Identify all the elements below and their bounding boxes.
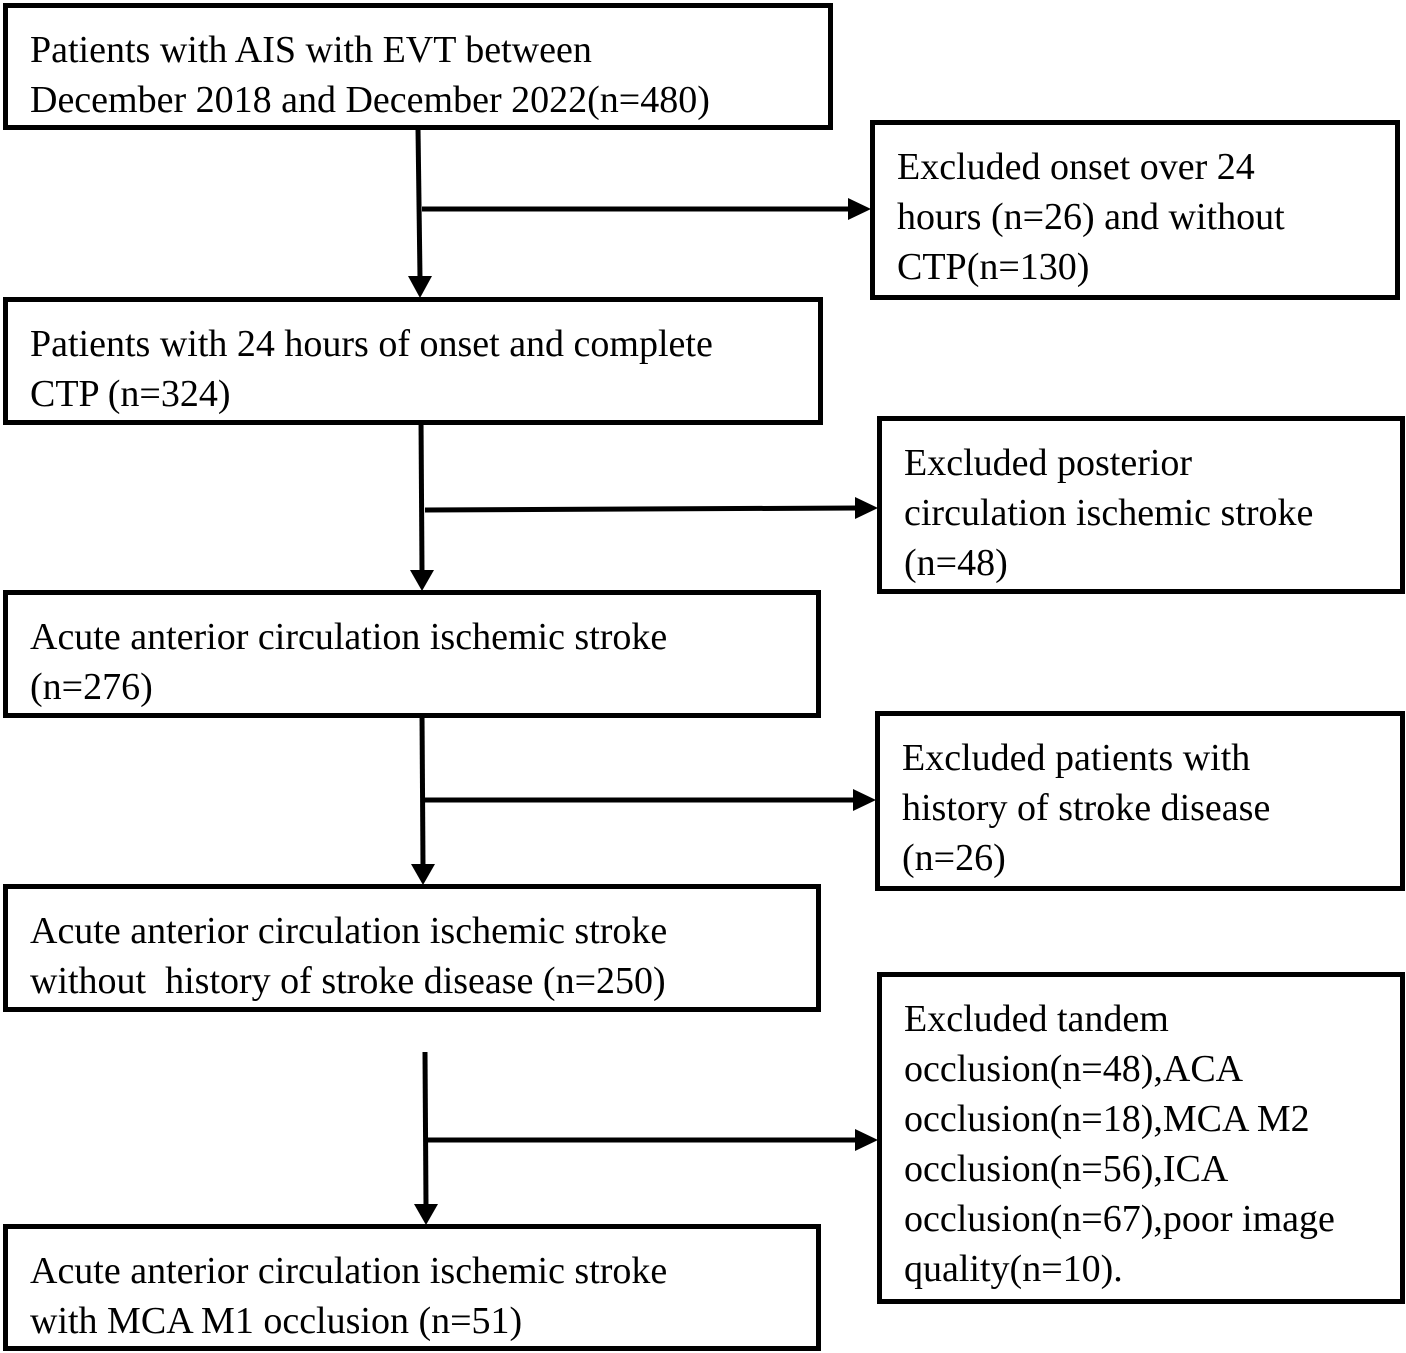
exclusion-3-line-3: (n=26) <box>902 837 1006 879</box>
arrowhead-right-4 <box>855 1129 878 1151</box>
exclusion-4-line-5: occlusion(n=67),poor image <box>904 1198 1335 1240</box>
exclusion-1-line-1: Excluded onset over 24 <box>897 146 1255 188</box>
arrow-down-2 <box>418 417 425 573</box>
step-box-3: Acute anterior circulation ischemic stro… <box>3 590 821 718</box>
arrowhead-down-1 <box>408 276 432 298</box>
step-4-line-1: Acute anterior circulation ischemic stro… <box>30 910 668 952</box>
exclusion-2-line-2: circulation ischemic stroke <box>904 492 1314 534</box>
arrowhead-right-2 <box>855 497 878 519</box>
arrowhead-down-4 <box>414 1204 438 1225</box>
arrow-down-3 <box>419 713 426 867</box>
exclusion-1-line-3: CTP(n=130) <box>897 246 1090 288</box>
exclusion-box-1: Excluded onset over 24 hours (n=26) and … <box>870 120 1400 300</box>
step-box-4: Acute anterior circulation ischemic stro… <box>3 884 821 1012</box>
exclusion-2-line-1: Excluded posterior <box>904 442 1193 484</box>
step-3-line-2: (n=276) <box>30 666 153 708</box>
step-1-line-1: Patients with AIS with EVT between <box>30 29 592 71</box>
exclusion-box-2: Excluded posterior circulation ischemic … <box>877 416 1405 594</box>
step-2-line-1: Patients with 24 hours of onset and comp… <box>30 323 713 365</box>
exclusion-4-line-2: occlusion(n=48),ACA <box>904 1048 1244 1090</box>
exclusion-4-line-4: occlusion(n=56),ICA <box>904 1148 1229 1190</box>
exclusion-4-line-1: Excluded tandem <box>904 998 1169 1040</box>
step-3-line-1: Acute anterior circulation ischemic stro… <box>30 616 668 658</box>
arrowhead-down-3 <box>411 864 435 885</box>
step-box-2: Patients with 24 hours of onset and comp… <box>3 297 823 425</box>
arrow-down-4 <box>422 1051 429 1207</box>
step-2-line-2: CTP (n=324) <box>30 373 231 415</box>
exclusion-4-line-3: occlusion(n=18),MCA M2 <box>904 1098 1310 1140</box>
step-5-line-2: with MCA M1 occlusion (n=51) <box>30 1300 523 1342</box>
arrowhead-down-2 <box>410 570 434 591</box>
exclusion-1-line-2: hours (n=26) and without <box>897 196 1285 238</box>
exclusion-2-line-3: (n=48) <box>904 542 1008 584</box>
step-1-line-2: December 2018 and December 2022(n=480) <box>30 79 710 121</box>
step-5-line-1: Acute anterior circulation ischemic stro… <box>30 1250 668 1292</box>
arrowhead-right-3 <box>853 789 876 811</box>
arrow-right-2 <box>424 505 858 513</box>
step-box-5: Acute anterior circulation ischemic stro… <box>3 1224 821 1351</box>
exclusion-box-4: Excluded tandem occlusion(n=48),ACA occl… <box>877 972 1405 1304</box>
exclusion-3-line-2: history of stroke disease <box>902 787 1271 829</box>
arrow-down-1 <box>415 127 423 279</box>
arrowhead-right-1 <box>848 198 871 220</box>
step-box-1: Patients with AIS with EVT between Decem… <box>3 3 833 130</box>
step-4-line-2: without history of stroke disease (n=250… <box>30 960 666 1002</box>
exclusion-3-line-1: Excluded patients with <box>902 737 1251 779</box>
exclusion-4-line-6: quality(n=10). <box>904 1248 1123 1290</box>
exclusion-box-3: Excluded patients with history of stroke… <box>875 711 1405 891</box>
